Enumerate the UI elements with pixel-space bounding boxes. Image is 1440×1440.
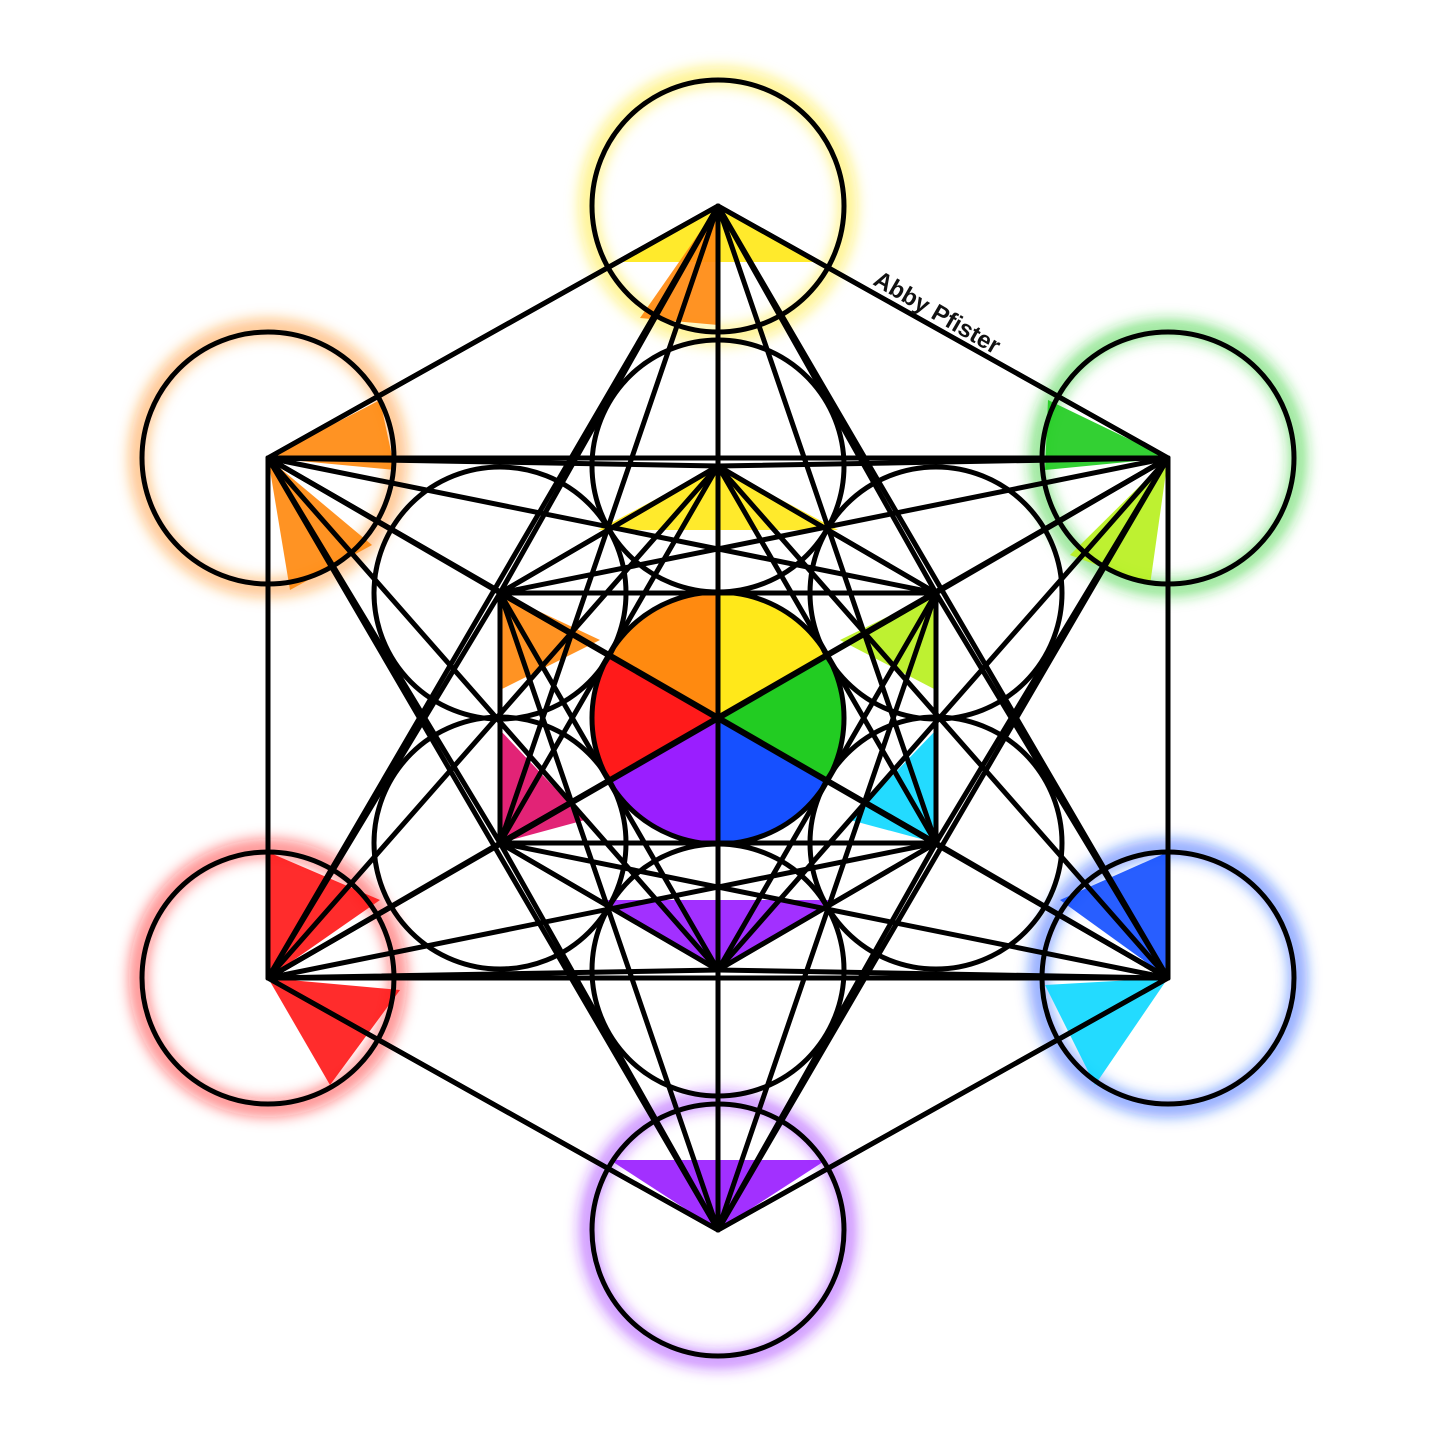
connector-line <box>265 455 939 596</box>
fill-upper-right-fan-lower <box>1070 458 1168 585</box>
connector-line <box>265 455 503 846</box>
connector-line <box>715 455 1171 469</box>
connector-line <box>497 463 721 596</box>
connector-line <box>715 590 939 721</box>
line-work-layer <box>139 77 1297 1359</box>
connector-line <box>715 975 1171 1233</box>
connector-line <box>497 840 721 1233</box>
connector-line <box>715 840 939 1233</box>
fill-inner-lower-right <box>850 730 936 843</box>
connector-line <box>715 715 939 846</box>
fill-lower-left-fan-lower <box>268 978 400 1085</box>
fill-lower-right-fan-lower <box>1045 978 1168 1085</box>
wheel-sector-green <box>718 655 843 781</box>
connector-line <box>715 203 1171 461</box>
connector-line <box>715 840 939 973</box>
connector-line <box>497 840 721 973</box>
fill-inner-lower-left <box>500 730 585 843</box>
connector-line <box>497 455 1171 596</box>
connector-line <box>265 967 721 981</box>
connector-line <box>497 840 1171 981</box>
connector-line <box>265 455 721 973</box>
connector-line <box>265 203 721 461</box>
connector-line <box>715 463 1171 981</box>
fill-upper-left-fan <box>268 400 395 470</box>
connector-line <box>265 463 721 981</box>
wheel-sector-red <box>593 655 718 781</box>
connector-line <box>265 455 721 469</box>
connector-line <box>933 590 1171 981</box>
connector-line <box>497 590 721 1233</box>
connector-line <box>715 967 1171 981</box>
connector-line <box>497 590 721 721</box>
connector-line <box>265 840 939 981</box>
connector-line <box>265 590 503 981</box>
fill-upper-right-fan <box>1045 400 1168 470</box>
connector-line <box>715 455 1171 973</box>
connector-line <box>933 455 1171 846</box>
connector-line <box>265 975 721 1233</box>
connector-line <box>715 590 939 1233</box>
connector-line <box>497 203 721 596</box>
connector-line <box>715 463 939 596</box>
connector-line <box>715 203 939 596</box>
connector-line <box>497 715 721 846</box>
